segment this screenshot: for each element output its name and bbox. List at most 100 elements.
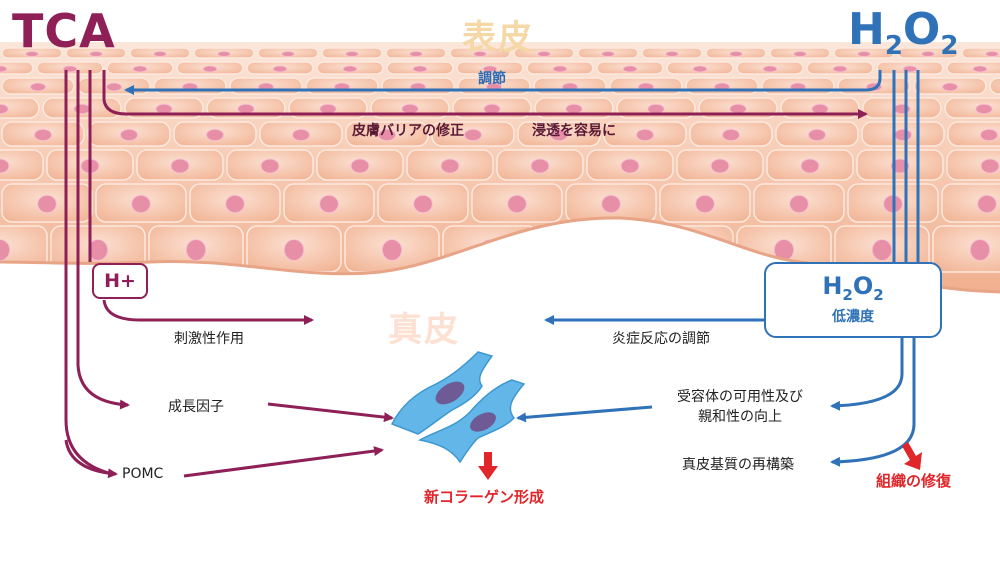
cell-nucleus (0, 103, 9, 115)
epidermis-tissue (0, 42, 1000, 294)
cell-nucleus (37, 194, 57, 214)
cell-nucleus (413, 194, 433, 214)
cell-nucleus (975, 103, 993, 115)
cell-nucleus (622, 65, 638, 73)
cell-nucleus (921, 50, 935, 58)
tca-title: TCA (12, 4, 116, 58)
collagen-arrow-icon (478, 452, 498, 480)
dermis-label: 真皮 (388, 310, 460, 350)
cell-nucleus (811, 103, 829, 115)
cell-nucleus (377, 128, 397, 142)
tca-arrow-pomc-fibro (183, 446, 384, 478)
skin-cells (0, 47, 1000, 273)
cell-nucleus (507, 194, 527, 214)
pomc-label: POMC (122, 466, 164, 482)
cell-nucleus (132, 65, 148, 73)
cell-nucleus (977, 194, 997, 214)
cell-nucleus (412, 65, 428, 73)
tca-line-growth (76, 70, 130, 410)
cell-nucleus (647, 103, 665, 115)
tissue-repair-outcome-label: 組織の修復 (876, 472, 952, 490)
h2o2-title: H2O2 (848, 4, 959, 61)
cell-nucleus (342, 65, 358, 73)
tca-pathways (64, 70, 868, 479)
cell-nucleus (225, 194, 245, 214)
cell-nucleus (483, 103, 501, 115)
cell-nucleus (319, 103, 337, 115)
cell-nucleus (969, 238, 991, 262)
cell-nucleus (620, 158, 640, 174)
cell-nucleus (985, 50, 999, 58)
collagen-outcome-label: 新コラーゲン形成 (424, 488, 545, 506)
tca-arrow-gf-fibro (267, 402, 394, 423)
cell-nucleus (185, 238, 207, 262)
cell-nucleus (601, 194, 621, 214)
skin-cell (0, 97, 40, 119)
h2o2-line-receptor (830, 338, 904, 411)
cell-nucleus (401, 103, 419, 115)
cell-nucleus (87, 238, 109, 262)
growth-factor-label: 成長因子 (168, 399, 224, 415)
skin-cell (0, 149, 44, 181)
cell-nucleus (291, 128, 311, 142)
cell-nucleus (893, 128, 913, 142)
matrix-remodeling-label: 真皮基質の再構築 (682, 457, 794, 473)
cell-nucleus (345, 50, 359, 58)
skin-cell (0, 225, 48, 273)
cell-nucleus (237, 103, 255, 115)
regulation-label: 調節 (478, 71, 506, 87)
cell-nucleus (980, 158, 1000, 174)
tca-arrow-to-pomc (64, 439, 118, 479)
cell-nucleus (131, 194, 151, 214)
h2o2-pathways (124, 70, 920, 467)
cell-nucleus (710, 158, 730, 174)
skin-cell (540, 225, 636, 273)
cell-nucleus (170, 158, 190, 174)
cell-nucleus (635, 128, 655, 142)
skin-cell (0, 61, 34, 75)
cell-nucleus (440, 158, 460, 174)
cell-nucleus (482, 65, 498, 73)
cell-nucleus (319, 194, 339, 214)
fibroblast-cells (390, 351, 526, 464)
cell-nucleus (205, 128, 225, 142)
skin-cell (638, 225, 734, 273)
cell-nucleus (0, 65, 8, 73)
repair-arrow-icon (902, 442, 922, 470)
cell-nucleus (601, 50, 615, 58)
cell-nucleus (552, 65, 568, 73)
cell-nucleus (260, 158, 280, 174)
cell-nucleus (675, 238, 697, 262)
cell-nucleus (217, 50, 231, 58)
fibroblast-2 (417, 379, 526, 464)
stimulation-label: 刺激性作用 (174, 331, 244, 347)
cell-nucleus (729, 50, 743, 58)
cell-nucleus (979, 128, 999, 142)
cell-nucleus (692, 65, 708, 73)
cell-nucleus (153, 50, 167, 58)
penetration-label: 浸透を容易に (532, 123, 616, 139)
cell-nucleus (721, 128, 741, 142)
cell-nucleus (577, 238, 599, 262)
skin-cell (989, 77, 1000, 95)
cell-nucleus (789, 194, 809, 214)
barrier-repair-label: 皮膚バリアの修正 (352, 123, 464, 139)
cell-nucleus (89, 50, 103, 58)
cell-nucleus (202, 65, 218, 73)
cell-nucleus (871, 238, 893, 262)
tca-line-barrier (102, 70, 868, 119)
cell-nucleus (893, 103, 911, 115)
cell-nucleus (695, 194, 715, 214)
h-plus-box: H+ (92, 263, 148, 299)
cell-nucleus (793, 50, 807, 58)
inflammation-regulation-label: 炎症反応の調節 (612, 331, 710, 347)
cell-nucleus (762, 65, 778, 73)
receptor-label: 受容体の可用性及び 親和性の向上 (677, 389, 803, 425)
cell-nucleus (105, 82, 123, 92)
cell-nucleus (381, 238, 403, 262)
h2o2-line-regulation (124, 70, 882, 95)
cell-nucleus (29, 82, 47, 92)
cell-nucleus (350, 158, 370, 174)
